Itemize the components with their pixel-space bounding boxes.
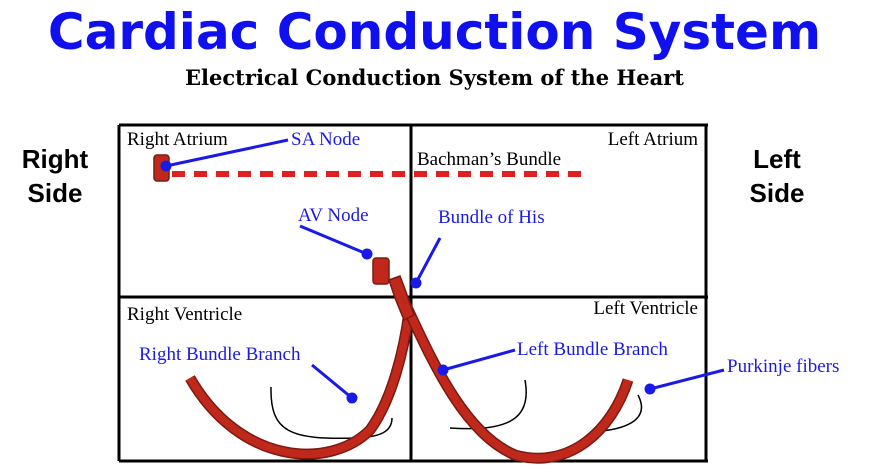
left-side-label: Left Side <box>740 142 814 210</box>
av-node-shape <box>372 257 390 285</box>
purkinje-fibers-dot <box>644 383 656 395</box>
left-side-line-2: Side <box>749 178 805 208</box>
left-bundle-branch-leader <box>442 348 516 372</box>
chamber-grid <box>117 123 708 463</box>
av-node-dot <box>361 248 373 260</box>
right-bundle-branch-label: Right Bundle Branch <box>139 344 301 365</box>
purkinje-fibers-label: Purkinje fibers <box>727 356 839 377</box>
sa-node-label: SA Node <box>291 129 360 150</box>
right-bundle-branch-outline <box>185 311 415 460</box>
right-bundle-branch-leader <box>311 363 353 400</box>
right-bundle-branch-dot <box>346 392 358 404</box>
sa-node-leader <box>165 138 289 168</box>
left-bundle-branch-dot <box>437 364 449 376</box>
leader-dots <box>160 160 656 404</box>
left-side-line-1: Left <box>753 144 801 174</box>
right-side-line-1: Right <box>21 144 89 174</box>
leader-lines <box>165 138 725 400</box>
right-side-label: Right Side <box>18 142 92 210</box>
bundle-of-his-leader <box>414 237 442 284</box>
bachmans-bundle-label: Bachman’s Bundle <box>417 149 561 170</box>
bundle-of-his-label: Bundle of His <box>438 207 545 228</box>
page-title: Cardiac Conduction System <box>47 3 822 61</box>
bundle-of-his-dot <box>410 277 422 289</box>
right-atrium-label: Right Atrium <box>127 129 228 150</box>
left-atrium-label: Left Atrium <box>608 129 698 150</box>
purkinje-fiber-left-inner <box>449 379 527 430</box>
sa-node-dot <box>160 160 172 172</box>
left-bundle-branch-path <box>392 283 632 463</box>
av-node-label: AV Node <box>298 205 369 226</box>
right-bundle-branch-path <box>186 311 413 459</box>
av-node-leader <box>299 224 368 256</box>
left-ventricle-label: Left Ventricle <box>593 298 698 319</box>
page-subtitle: Electrical Conduction System of the Hear… <box>185 65 684 90</box>
right-ventricle-label: Right Ventricle <box>127 304 242 325</box>
right-side-line-2: Side <box>27 178 83 208</box>
bundle-of-his-shape <box>388 275 415 322</box>
left-bundle-branch-label: Left Bundle Branch <box>517 339 668 360</box>
purkinje-fiber-right <box>270 386 393 440</box>
purkinje-fibers-leader <box>649 368 725 391</box>
